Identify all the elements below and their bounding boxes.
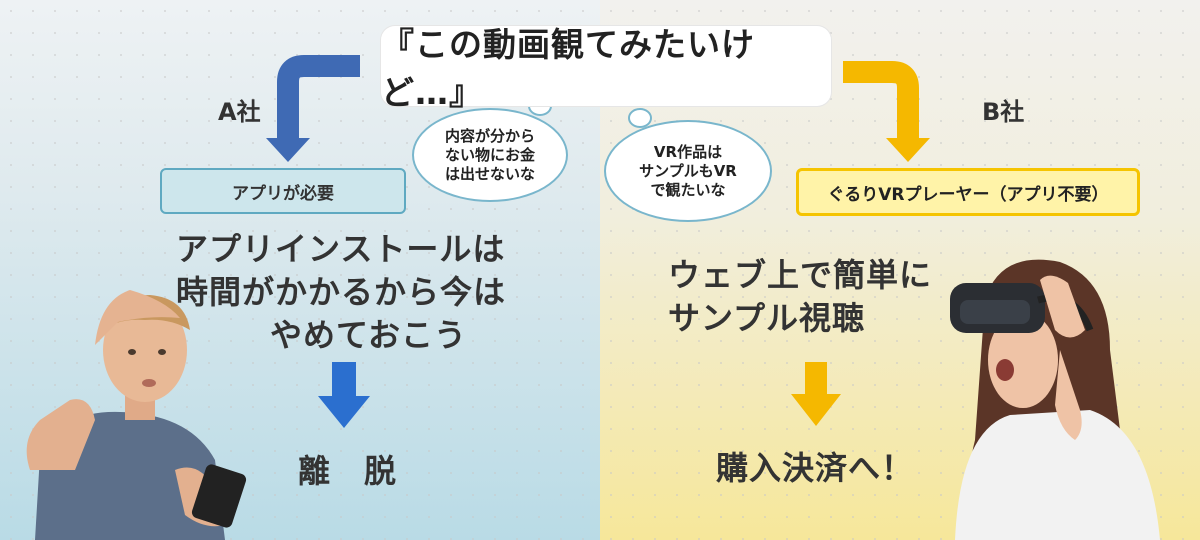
- left-thought-bubble: 内容が分から ない物にお金 は出せないな: [412, 108, 568, 202]
- left-result-text: 離 脱: [298, 452, 398, 490]
- thought-line: 内容が分から: [444, 126, 535, 145]
- top-speech-bubble: 『この動画観てみたいけど…』: [381, 25, 831, 112]
- thought-line: VR作品は: [653, 142, 723, 161]
- player-no-app-box: ぐるりVRプレーヤー（アプリ不要）: [796, 168, 1140, 216]
- thought-line: は出せないな: [444, 164, 535, 183]
- right-result-text: 購入決済へ！: [716, 449, 915, 487]
- right-reaction-line-1: ウェブ上で簡単に: [668, 256, 933, 294]
- left-reaction-line-3: やめておこう: [270, 316, 468, 354]
- thought-line: サンプルもVR: [639, 161, 737, 180]
- right-thought-bubble: VR作品は サンプルもVR で観たいな: [604, 120, 772, 222]
- company-b-label: B社: [982, 98, 1025, 126]
- left-curved-arrow: [266, 55, 360, 162]
- app-required-box: アプリが必要: [160, 168, 406, 214]
- left-reaction-line-2: 時間がかかるから今は: [176, 273, 507, 311]
- right-thought-tail: [628, 108, 652, 128]
- thought-line: ない物にお金: [444, 145, 535, 164]
- left-down-arrow: [318, 362, 370, 428]
- right-down-arrow: [791, 362, 841, 426]
- worried-man-illustration: [26, 290, 247, 540]
- woman-vr-headset-illustration: [950, 259, 1160, 540]
- left-reaction-line-1: アプリインストールは: [176, 230, 506, 268]
- right-curved-arrow: [843, 61, 930, 162]
- thought-line: で観たいな: [650, 180, 726, 199]
- right-reaction-line-2: サンプル視聴: [668, 299, 866, 337]
- company-a-label: A社: [218, 98, 261, 126]
